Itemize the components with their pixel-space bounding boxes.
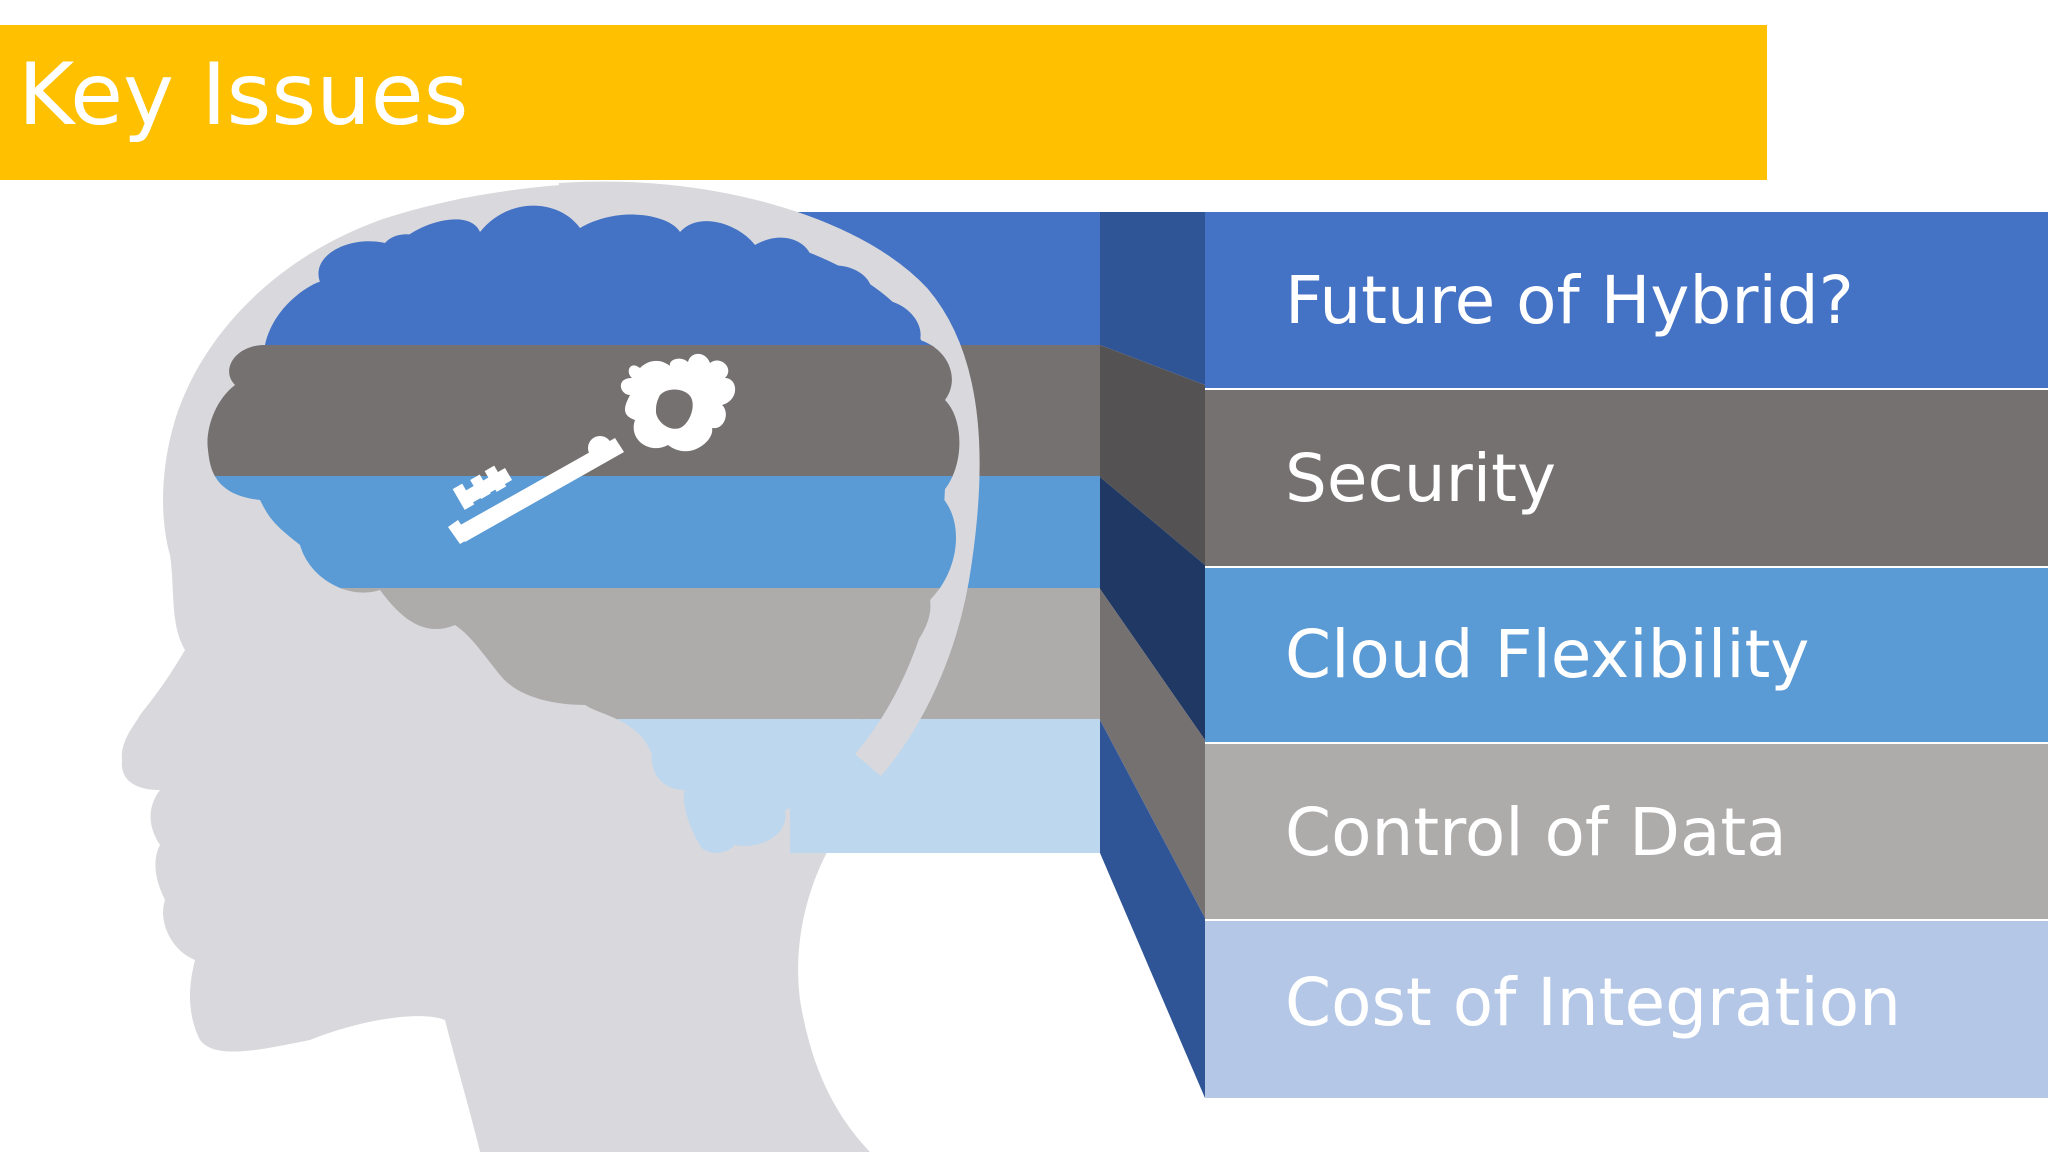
issue-label-control-of-data: Control of Data	[1285, 794, 1787, 871]
issue-label-cost-of-integration: Cost of Integration	[1285, 964, 1901, 1041]
issue-box-cost-of-integration	[1205, 920, 2048, 1098]
issue-label-security: Security	[1285, 440, 1557, 517]
connector-segment-2	[1100, 345, 1205, 565]
key-icon	[448, 353, 736, 544]
connector	[1100, 212, 1205, 1098]
title-bar	[0, 25, 1767, 180]
head-rim	[558, 181, 980, 777]
slide-title: Key Issues	[18, 45, 469, 145]
issue-box-control-of-data	[1205, 743, 2048, 920]
issue-label-cloud-flexibility: Cloud Flexibility	[1285, 616, 1810, 693]
issue-label-future-of-hybrid: Future of Hybrid?	[1285, 262, 1854, 339]
connector-segment-3	[1100, 477, 1205, 740]
connector-segment-1	[1100, 212, 1205, 385]
band-cost-of-integration	[790, 719, 1100, 853]
connector-segment-4	[1100, 589, 1205, 918]
issue-box-security	[1205, 389, 2048, 567]
issue-box-future-of-hybrid	[1205, 212, 2048, 389]
issue-box-cloud-flexibility	[1205, 567, 2048, 743]
connector-segment-5	[1100, 720, 1205, 1098]
issue-boxes	[1205, 212, 2048, 1098]
